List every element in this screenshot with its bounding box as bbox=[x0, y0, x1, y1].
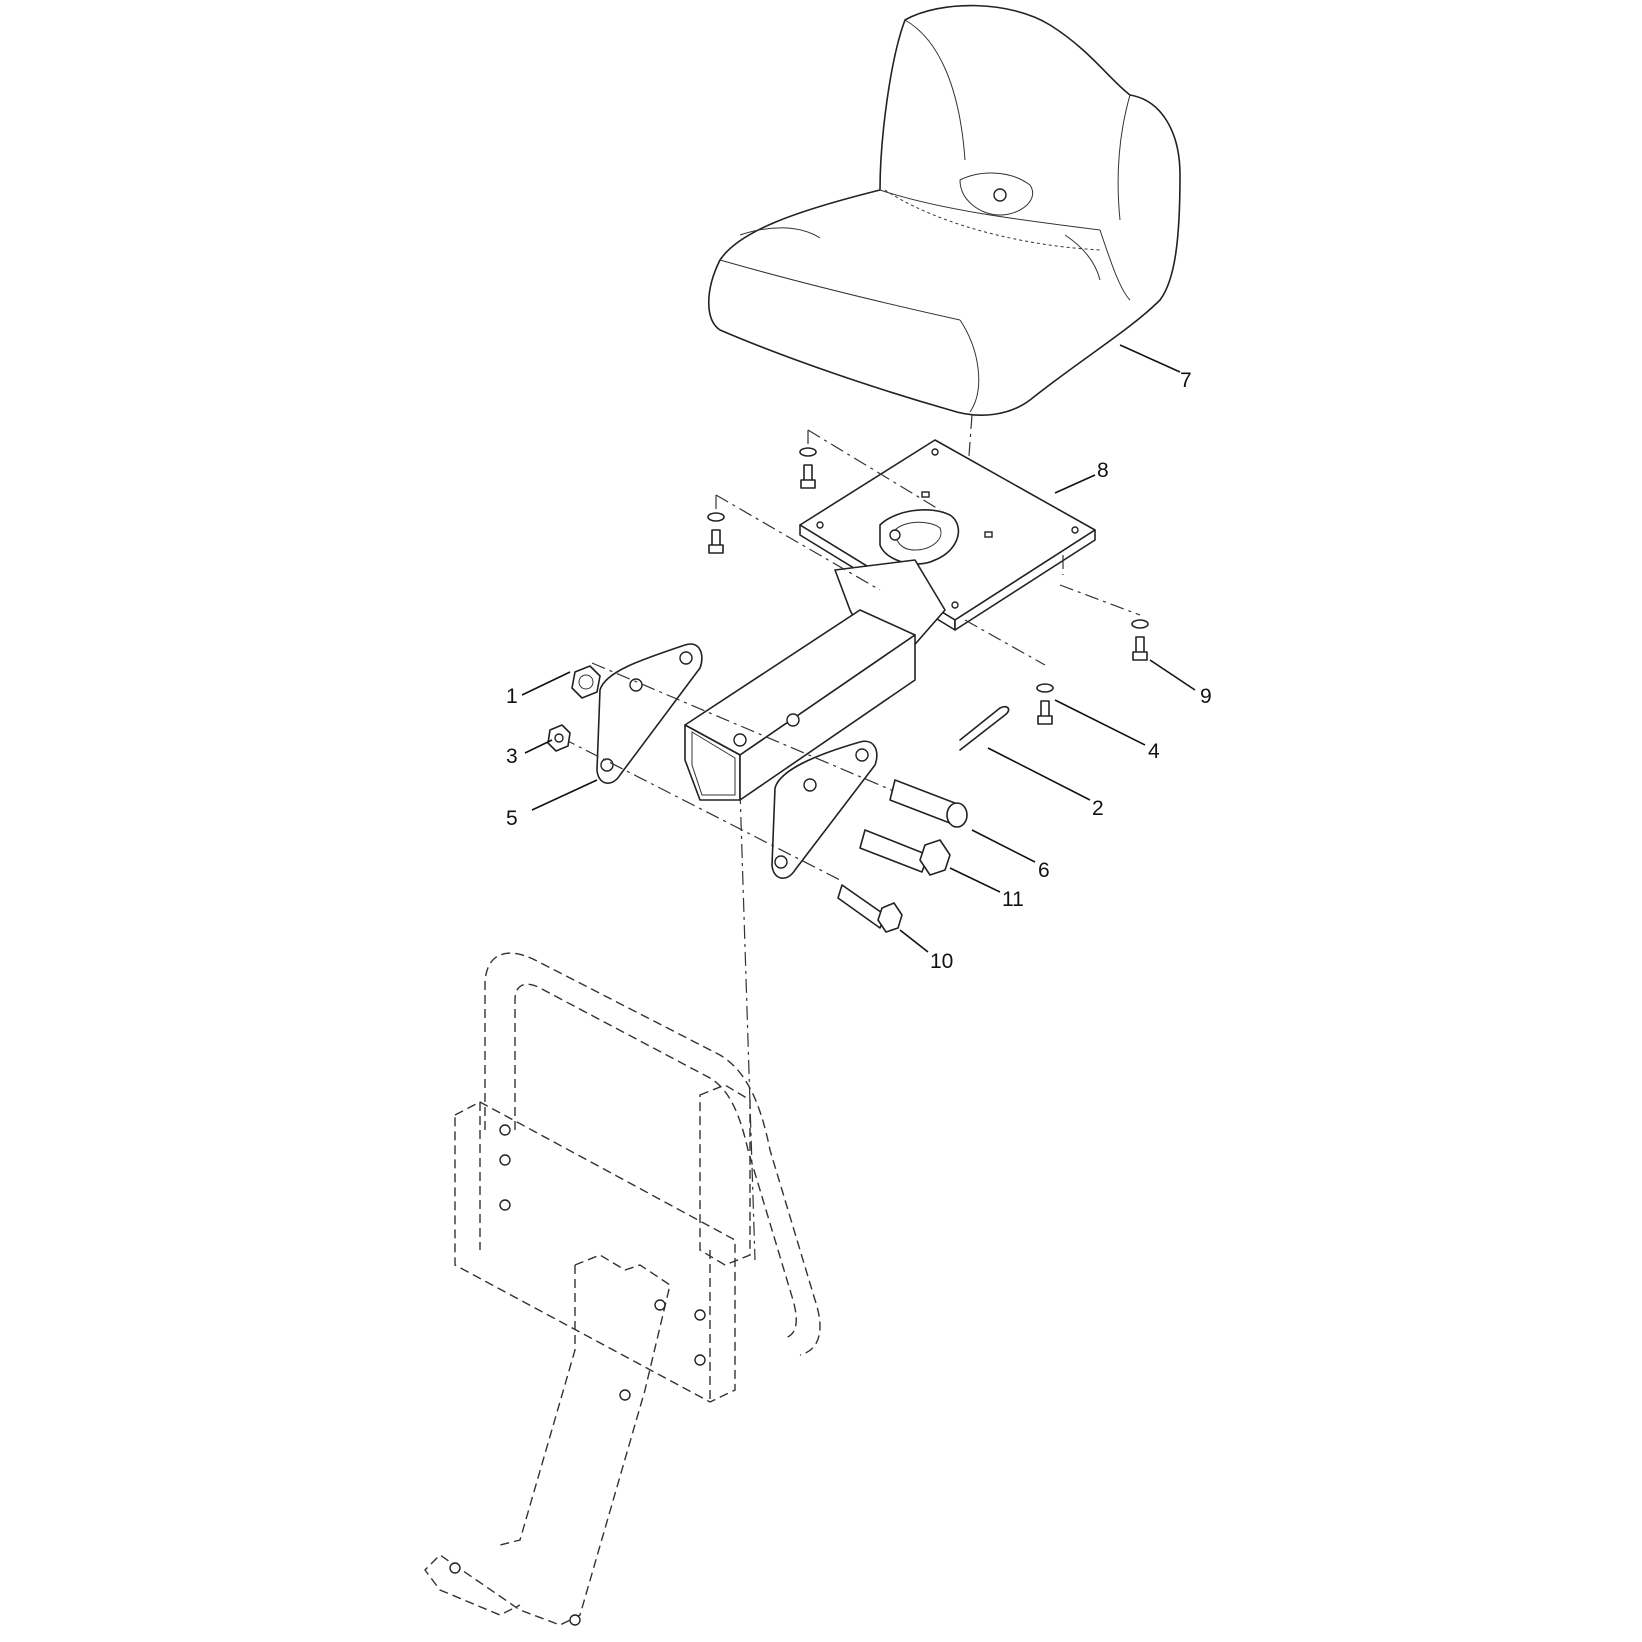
frame-mount-plate bbox=[454, 1084, 751, 1403]
plate-bolt-left bbox=[707, 512, 725, 554]
seat-plate bbox=[799, 439, 1096, 631]
callout-10: 10 bbox=[930, 950, 953, 973]
callout-1: 1 bbox=[506, 685, 518, 708]
nut-3 bbox=[547, 724, 571, 752]
callout-2: 2 bbox=[1092, 797, 1104, 820]
callout-labels: 1 2 3 4 5 6 7 8 9 10 11 bbox=[506, 369, 1212, 973]
hairpin-clip bbox=[959, 705, 1010, 751]
callout-7: 7 bbox=[1180, 369, 1192, 392]
callout-4: 4 bbox=[1148, 740, 1160, 763]
callout-6: 6 bbox=[1038, 859, 1050, 882]
side-bracket-left bbox=[596, 643, 703, 784]
side-bracket-right bbox=[771, 740, 878, 879]
callout-5: 5 bbox=[506, 807, 518, 830]
frame-lower-leg bbox=[424, 1254, 671, 1626]
seat-mount-tube bbox=[684, 559, 946, 801]
seat bbox=[707, 4, 1181, 416]
frame-roll-bar bbox=[484, 952, 821, 1356]
callout-3: 3 bbox=[506, 745, 518, 768]
plate-bolt-rear bbox=[799, 447, 817, 489]
bolt-10 bbox=[837, 884, 903, 933]
callout-leaders bbox=[521, 344, 1196, 953]
pin-6 bbox=[889, 779, 968, 828]
bolt-11 bbox=[859, 829, 951, 876]
callout-9: 9 bbox=[1200, 685, 1212, 708]
assembly-lines bbox=[561, 429, 1141, 1261]
plate-bolt-right bbox=[1131, 619, 1149, 661]
callout-8: 8 bbox=[1097, 459, 1109, 482]
nut-1 bbox=[571, 665, 601, 699]
plate-bolt-front bbox=[1036, 683, 1054, 725]
callout-11: 11 bbox=[1002, 888, 1024, 911]
